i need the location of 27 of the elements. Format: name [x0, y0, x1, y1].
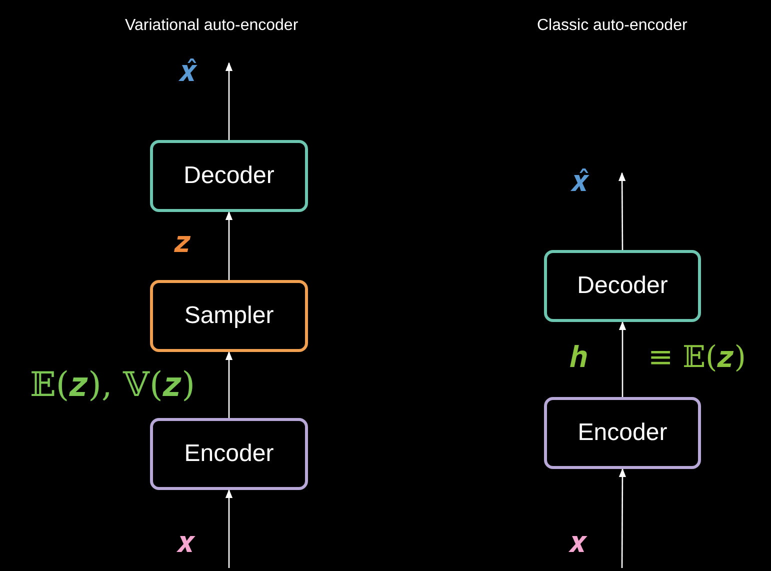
arrow	[225, 62, 233, 140]
block-label: Encoder	[184, 440, 274, 468]
arrow	[225, 489, 233, 568]
block-label: Sampler	[184, 302, 274, 330]
edge-label: 𝔼(𝒛), 𝕍(𝒛)	[30, 368, 195, 402]
arrow	[618, 321, 626, 397]
block-box	[544, 397, 701, 469]
arrow	[225, 211, 233, 280]
block-box	[544, 250, 701, 322]
input-symbol: 𝒙	[176, 528, 195, 558]
arrow	[225, 351, 233, 418]
output-symbol: 𝒙̂	[178, 57, 197, 87]
input-symbol: 𝒙	[568, 528, 587, 558]
block-box	[150, 418, 308, 490]
edge-label: 𝒉	[569, 343, 587, 373]
panel-heading: Variational auto-encoder	[125, 17, 298, 35]
arrow	[618, 172, 626, 250]
block-box	[150, 280, 308, 352]
panel-heading: Classic auto-encoder	[537, 17, 688, 35]
block-label: Decoder	[577, 272, 668, 300]
block-label: Encoder	[578, 419, 668, 447]
block-label: Decoder	[184, 162, 274, 190]
equivalence-label: ≡ 𝔼(𝒛)	[648, 343, 746, 373]
block-box	[150, 140, 308, 212]
edge-label: 𝒛	[174, 228, 191, 258]
arrow	[618, 468, 626, 568]
output-symbol: 𝒙̂	[570, 167, 589, 197]
